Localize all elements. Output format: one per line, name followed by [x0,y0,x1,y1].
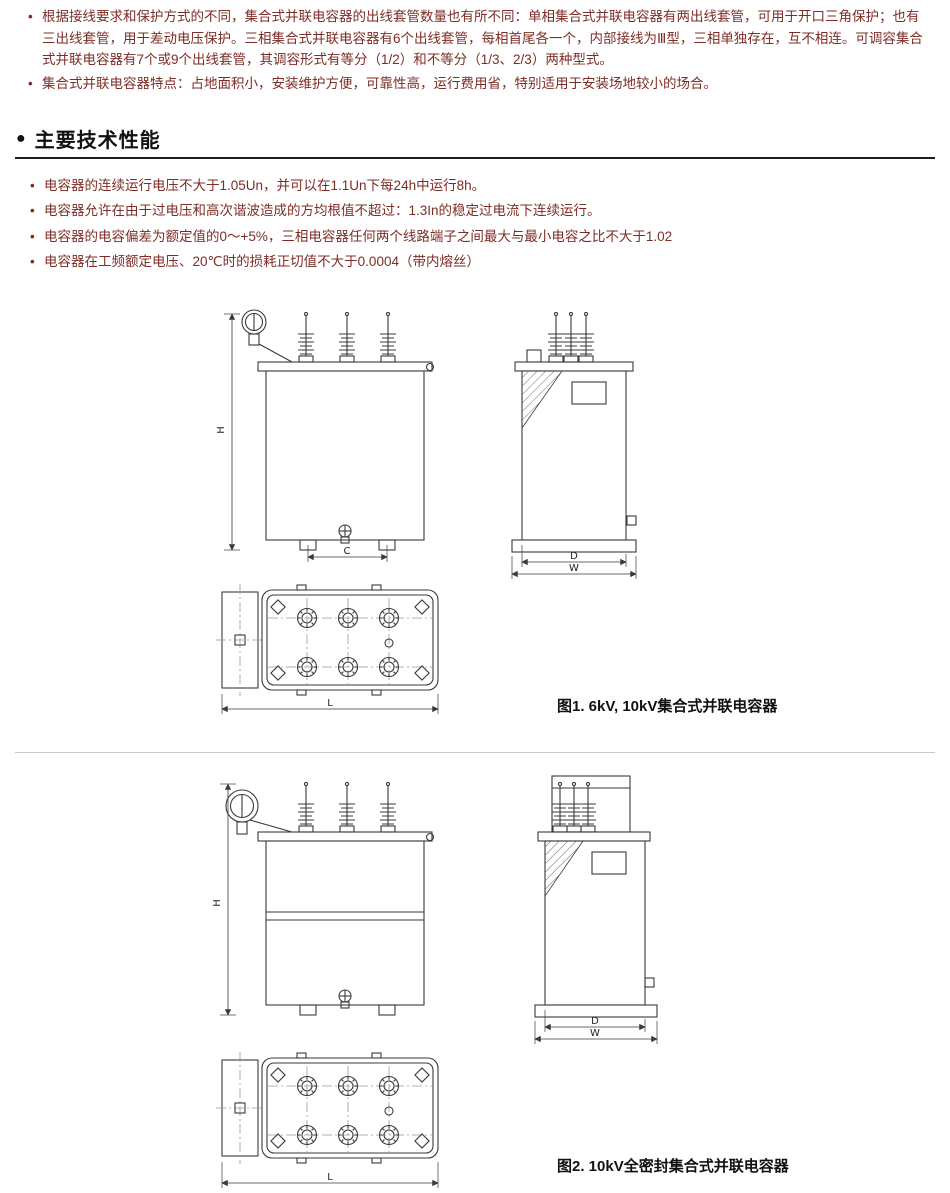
spec-text: 电容器允许在由于过电压和高次谐波造成的方均根值不超过：1.3In的稳定过电流下连… [44,203,601,219]
section-title: 主要技术性能 [34,130,161,152]
spec-text: 电容器在工频额定电压、20℃时的损耗正切值不大于0.0004（带内熔丝） [44,253,480,269]
bullet-dot: • [30,203,35,219]
bushing [338,781,356,833]
figure2-front-view: H [212,781,435,1016]
pressure-gauge [225,789,293,835]
spec-item: • 电容器在工频额定电压、20℃时的损耗正切值不大于0.0004（带内熔丝） [30,252,920,272]
figure2-top-view: L [216,1052,439,1188]
drain-valve [338,989,352,1009]
section-rule [15,157,935,159]
pressure-gauge [241,309,293,363]
drain-valve [338,524,352,544]
bullet-dot: • [30,228,35,244]
bullet-dot: • [30,178,35,193]
lifting-lug [425,832,435,842]
figure1-caption: 图1. 6kV, 10kV集合式并联电容器 [557,698,778,715]
dim-label-h: H [212,899,223,907]
dim-label-h: H [216,426,227,434]
foot [299,1004,317,1016]
lifting-lug [425,362,435,372]
dim-label-l: L [327,1172,333,1183]
spec-item: • 电容器的电容偏差为额定值的0～+5%，三相电容器任何两个线路端子之间最大与最… [30,227,920,247]
dim-label-c: C [344,546,351,557]
hatch-area [521,370,563,430]
nameplate [591,851,627,875]
bushing [379,311,397,363]
bushing [379,781,397,833]
figure1-top-view: L [216,584,439,714]
bolt-detail [644,977,655,988]
intro-text: 根据接线要求和保护方式的不同，集合式并联电容器的出线套管数量也有所不同：单相集合… [42,9,923,68]
section-header: ● 主要技术性能 [16,124,161,153]
spec-item: • 电容器允许在由于过电压和高次谐波造成的方均根值不超过：1.3In的稳定过电流… [30,201,920,221]
bushing [338,311,356,363]
bullet-dot: • [28,75,33,91]
bushing [547,311,565,363]
figure2-side-view: D W [534,775,658,1044]
intro-text: 集合式并联电容器特点：占地面积小，安装维护方便，可靠性高，运行费用省，特别适用于… [42,75,717,91]
figure1-side-view: D W [511,311,637,579]
center-mark [384,638,394,648]
dim-label-d: D [591,1016,599,1027]
intro-item: • 集合式并联电容器特点：占地面积小，安装维护方便，可靠性高，运行费用省，特别适… [28,73,928,95]
bushing [577,311,595,363]
section-bullet-icon: ● [16,129,26,147]
specs-list: • 电容器的连续运行电压不大于1.05Un，并可以在1.1Un下每24h中运行8… [30,176,920,277]
spec-text: 电容器的电容偏差为额定值的0～+5%，三相电容器任何两个线路端子之间最大与最小电… [44,228,673,244]
dim-label-w: W [569,563,579,574]
intro-list: • 根据接线要求和保护方式的不同，集合式并联电容器的出线套管数量也有所不同：单相… [28,6,928,96]
figure2-caption: 图2. 10kV全密封集合式并联电容器 [557,1158,789,1175]
bullet-dot: • [30,253,35,269]
hatch-area [544,840,584,898]
dim-label-w: W [590,1028,600,1039]
bullet-dot: • [28,9,33,24]
bushing [297,781,315,833]
bolt-detail [626,515,637,526]
foot [378,1004,396,1016]
dim-label-l: L [327,698,333,709]
bushing [297,311,315,363]
center-mark [384,1106,394,1116]
figure-divider [15,752,935,753]
spec-text: 电容器的连续运行电压不大于1.05Un，并可以在1.1Un下每24h中运行8h。 [44,178,486,193]
figure1-front-view: H [216,309,435,562]
intro-item: • 根据接线要求和保护方式的不同，集合式并联电容器的出线套管数量也有所不同：单相… [28,6,928,71]
spec-item: • 电容器的连续运行电压不大于1.05Un，并可以在1.1Un下每24h中运行8… [30,176,920,196]
dim-label-d: D [570,551,578,562]
nameplate [571,381,607,405]
bushing [562,311,580,363]
